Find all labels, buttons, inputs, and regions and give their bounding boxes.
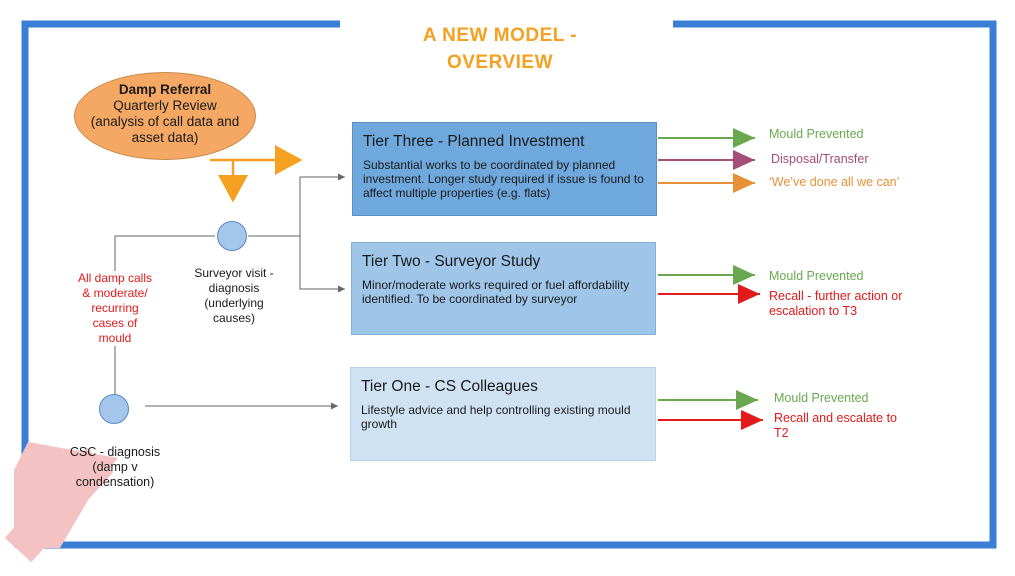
csc-node: [99, 394, 129, 424]
surveyor-visit-label: Surveyor visit - diagnosis (underlying c…: [175, 266, 293, 326]
damp-calls-line-2: & moderate/: [82, 286, 148, 300]
surveyor-line-3: (underlying: [204, 296, 264, 310]
tier-two-title: Tier Two - Surveyor Study: [362, 253, 541, 270]
surveyor-line-1: Surveyor visit -: [194, 266, 274, 280]
blue-frame: [21, 20, 997, 549]
damp-referral-node: Damp Referral Quarterly Review (analysis…: [74, 72, 256, 160]
title-line-2: OVERVIEW: [446, 52, 554, 73]
outcome-arrows: [658, 128, 763, 430]
tier-one-box: Tier One - CS Colleagues Lifestyle advic…: [350, 367, 656, 461]
tier3-outcome-done-all: ‘We’ve done all we can’: [769, 175, 900, 189]
csc-line-3: condensation): [75, 475, 155, 489]
tier2-outcome-recall: Recall - further action or escalation to…: [769, 289, 903, 318]
surveyor-line-4: causes): [212, 311, 256, 325]
page-title: A NEW MODEL - OVERVIEW: [380, 22, 620, 76]
damp-calls-line-4: cases of: [92, 316, 138, 330]
tier-three-body: Substantial works to be coordinated by p…: [363, 158, 644, 200]
tier2-outcome-mould-prevented: Mould Prevented: [769, 269, 864, 283]
tier-one-body: Lifestyle advice and help controlling ex…: [361, 403, 631, 431]
referral-line-3: asset data): [131, 130, 199, 145]
tier-three-title: Tier Three - Planned Investment: [363, 133, 585, 150]
tier3-outcome-mould-prevented: Mould Prevented: [769, 127, 864, 141]
referral-heading: Damp Referral: [118, 82, 212, 97]
tier-two-box: Tier Two - Surveyor Study Minor/moderate…: [351, 242, 656, 335]
tier-one-title: Tier One - CS Colleagues: [361, 378, 538, 395]
referral-line-2: (analysis of call data and: [90, 114, 240, 129]
damp-calls-line-1: All damp calls: [77, 271, 153, 285]
damp-calls-line-3: recurring: [91, 301, 139, 315]
tier-two-body: Minor/moderate works required or fuel af…: [362, 278, 630, 306]
tier-three-box: Tier Three - Planned Investment Substant…: [352, 122, 657, 216]
csc-line-2: (damp v: [92, 460, 138, 474]
tier3-outcome-disposal: Disposal/Transfer: [771, 152, 869, 166]
referral-arrows: [210, 145, 303, 203]
csc-line-1: CSC - diagnosis: [69, 445, 161, 459]
referral-line-1: Quarterly Review: [113, 98, 217, 113]
damp-calls-label: All damp calls & moderate/ recurring cas…: [60, 271, 170, 346]
tier1-outcome-mould-prevented: Mould Prevented: [774, 391, 869, 405]
damp-calls-line-5: mould: [98, 331, 132, 345]
title-line-1: A NEW MODEL -: [422, 25, 578, 46]
surveyor-visit-node: [217, 221, 247, 251]
tier1-outcome-recall: Recall and escalate to T2: [774, 411, 897, 440]
surveyor-line-2: diagnosis: [208, 281, 260, 295]
csc-label: CSC - diagnosis (damp v condensation): [55, 445, 175, 490]
